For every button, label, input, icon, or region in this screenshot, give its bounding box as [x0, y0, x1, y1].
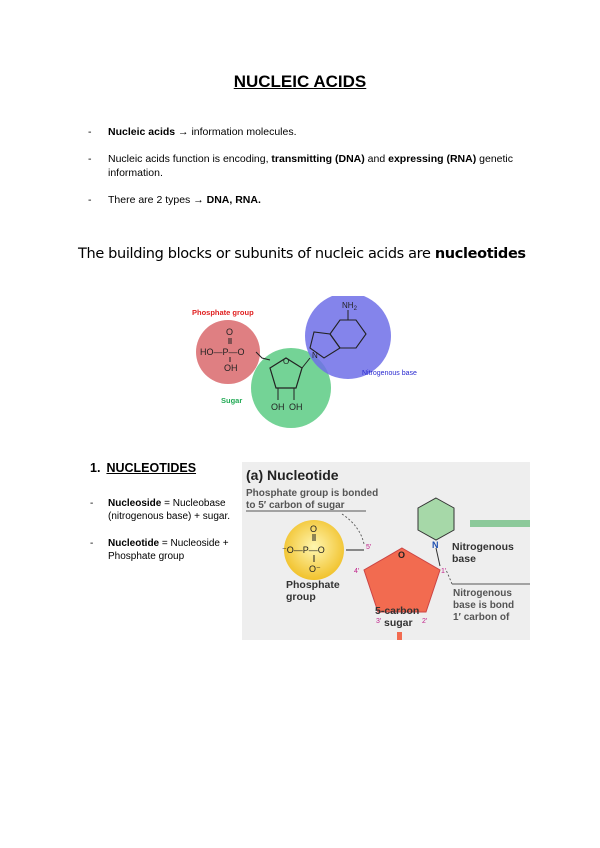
section-number: 1. — [90, 461, 101, 475]
base-label: Nitrogenous base — [362, 370, 417, 377]
subtitle-text: The building blocks or subunits of nucle… — [78, 246, 435, 262]
term: DNA, RNA. — [206, 194, 261, 206]
text: There are 2 types → — [108, 194, 207, 206]
backbone-stub — [397, 632, 402, 640]
nucleotide-structure-diagram: Phosphate group Nitrogenous base Sugar O… — [192, 296, 417, 428]
phosphate-ball — [284, 520, 344, 580]
subtitle: The building blocks or subunits of nucle… — [78, 246, 526, 262]
phosphate-label: Phosphate — [286, 579, 340, 591]
text: Nucleic acids function is encoding, — [108, 153, 272, 165]
section-title: NUCLEOTIDES — [106, 461, 197, 475]
list-item: - Nucleoside = Nucleobase (nitrogenous b… — [90, 497, 240, 523]
bullet-dash: - — [88, 153, 92, 165]
bullet-dash: - — [88, 194, 92, 206]
sugar-oh: OH — [271, 402, 285, 412]
sugar-pentagon — [363, 547, 441, 613]
phosphate-o-top: O — [310, 524, 317, 534]
nitrogen-atom: N — [432, 540, 439, 550]
bullet-dash: - — [90, 538, 94, 549]
list-item: - There are 2 types → DNA, RNA. — [88, 193, 528, 207]
bond-note: base is bond — [453, 600, 514, 611]
carbon-2-label: 2′ — [422, 618, 428, 625]
sugar-oh: OH — [289, 402, 303, 412]
phosphate-label: Phosphate group — [192, 308, 254, 317]
base-hexagon — [417, 497, 455, 541]
sugar-ring — [269, 357, 303, 389]
ring-oxygen: O — [283, 357, 289, 366]
bullet-dash: - — [90, 498, 94, 509]
phosphate-formula: ⁻O—P—O — [282, 545, 325, 555]
amino-group: NH2 — [342, 301, 358, 312]
base-circle — [305, 296, 391, 379]
glycosidic-bond — [301, 357, 311, 369]
figure-note: to 5′ carbon of sugar — [246, 500, 345, 511]
base-connector-bar — [470, 520, 530, 527]
phosphate-o-bottom: O⁻ — [309, 564, 321, 574]
figure-heading: (a) Nucleotide — [246, 467, 339, 483]
bond-note: Nitrogenous — [453, 588, 512, 599]
purine-ring — [309, 331, 341, 359]
subtitle-bold: nucleotides — [434, 246, 526, 262]
phosphate-label: group — [286, 591, 316, 603]
pointer-arrow — [445, 569, 453, 585]
term: Nucleotide — [108, 538, 160, 549]
base-label: Nitrogenous — [452, 541, 514, 553]
list-item: - Nucleotide = Nucleoside + Phosphate gr… — [90, 537, 240, 563]
base-label: base — [452, 553, 476, 565]
carbon-1-label: 1′ — [441, 568, 447, 575]
text: and — [364, 153, 389, 165]
carbon-5-label: 5′ — [366, 544, 372, 551]
section-heading: 1. NUCLEOTIDES — [90, 461, 196, 475]
sugar-label: Sugar — [221, 396, 242, 405]
figure-note: Phosphate group is bonded — [246, 488, 378, 499]
text: genetic information. — [108, 153, 513, 179]
phosphate-oh: OH — [224, 363, 238, 373]
definition-text: = Nucleobase (nitrogenous base) + sugar. — [108, 498, 231, 522]
carbon-4-label: 4′ — [354, 568, 360, 575]
intro-bullets: - Nucleic acids → information molecules.… — [88, 125, 528, 220]
bond-note: 1′ carbon of — [453, 612, 510, 623]
sugar-label: sugar — [384, 617, 413, 629]
term: transmitting (DNA) — [271, 153, 365, 165]
definition-text: = Nucleoside + Phosphate group — [108, 538, 229, 562]
page-title: NUCLEIC ACIDS — [233, 72, 367, 91]
carbon-3-label: 3′ — [376, 618, 382, 625]
term: Nucleic acids — [108, 126, 176, 138]
term: expressing (RNA) — [388, 153, 477, 165]
phosphate-circle — [196, 320, 260, 384]
bullet-dash: - — [88, 126, 92, 138]
ring-oxygen: O — [398, 550, 405, 560]
nucleotide-textbook-figure: (a) Nucleotide Phosphate group is bonded… — [242, 462, 530, 640]
definitions: - Nucleoside = Nucleobase (nitrogenous b… — [90, 497, 240, 577]
phosphate-o-top: O — [226, 327, 233, 337]
sugar-label: 5-carbon — [375, 605, 419, 617]
definition-text: → information molecules. — [175, 126, 297, 138]
glycosidic-bond — [435, 547, 441, 567]
list-item: - Nucleic acids function is encoding, tr… — [88, 152, 528, 180]
phosphate-formula: HO—P—O — [200, 347, 245, 357]
list-item: - Nucleic acids → information molecules. — [88, 125, 528, 139]
term: Nucleoside — [108, 498, 162, 509]
bond-line — [255, 351, 271, 361]
nitrogen-atom: N — [312, 351, 318, 360]
